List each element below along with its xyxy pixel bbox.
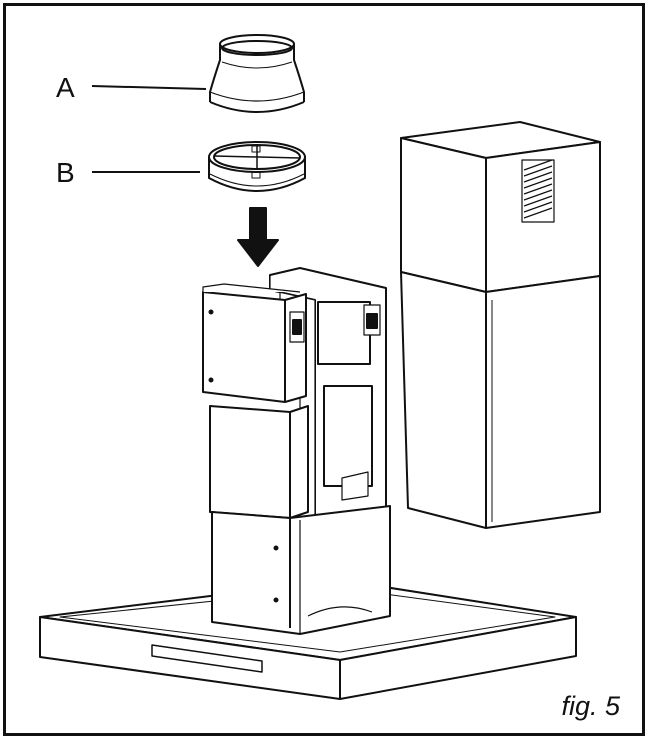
figure-frame [3, 3, 645, 736]
upper-chimney-cover [400, 121, 601, 293]
callout-b-label: B [56, 157, 75, 188]
lower-chimney-cover [400, 271, 601, 529]
down-arrow-icon [237, 207, 279, 267]
upper-duct-box [202, 283, 307, 403]
leader-line-a [91, 85, 207, 90]
lower-duct-box [211, 505, 391, 635]
callout-a-label: A [56, 72, 75, 103]
figure-caption: fig. 5 [561, 691, 620, 721]
middle-duct-box [209, 405, 309, 519]
check-valve-b [208, 141, 306, 192]
reducer-collar-a [209, 34, 305, 113]
